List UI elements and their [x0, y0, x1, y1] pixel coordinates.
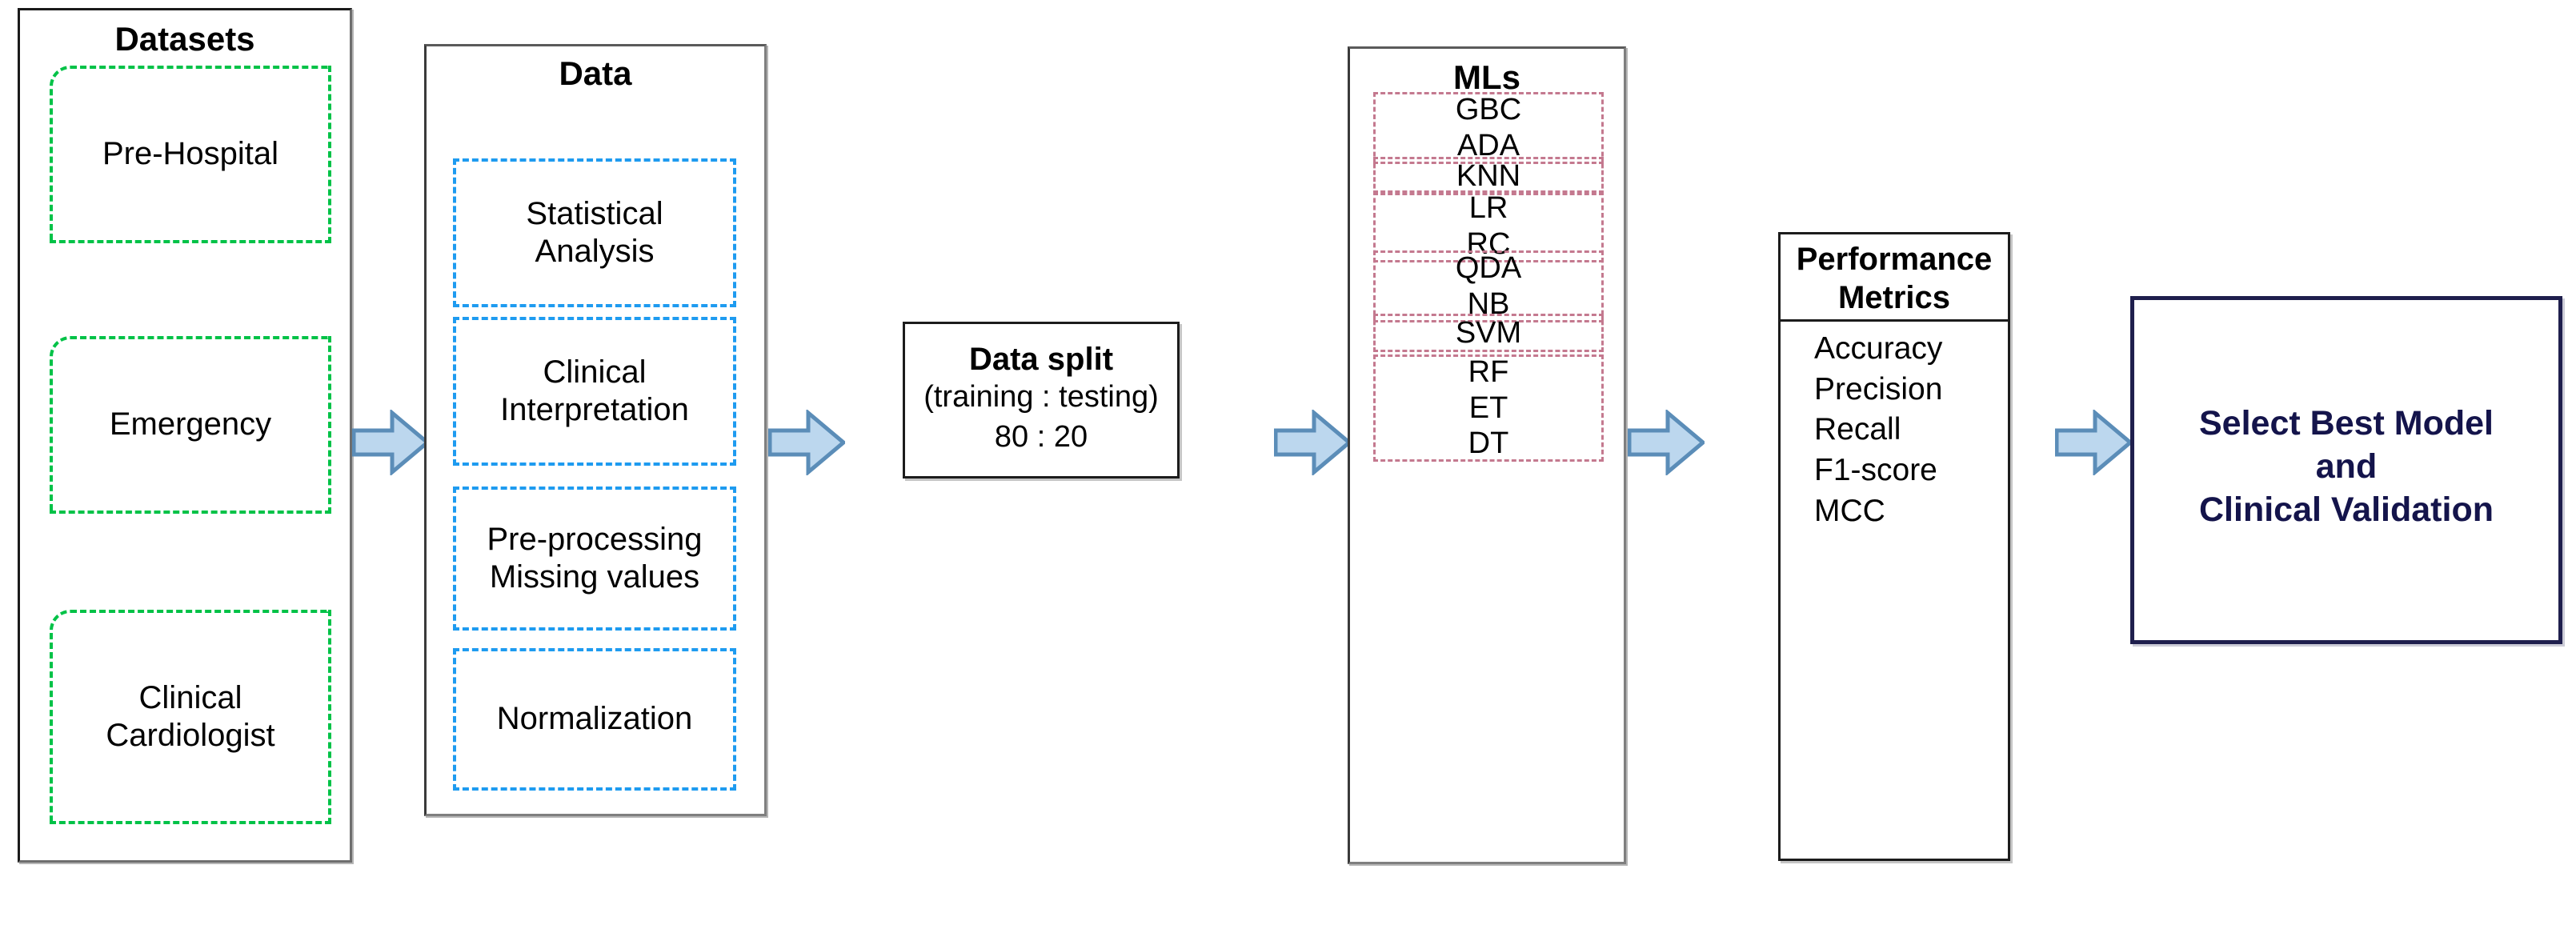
ml-group-qda-nb[interactable]: QDA NB: [1373, 250, 1604, 322]
stage-datasets-box[interactable]: Datasets: [18, 8, 352, 863]
mls-title: MLs: [1453, 58, 1520, 96]
dataset-item-label: Emergency: [109, 406, 272, 442]
final-line-3: Clinical Validation: [2199, 491, 2494, 529]
ml-label: LR: [1468, 191, 1508, 226]
metric-item: F1-score: [1814, 453, 1937, 488]
ml-label: KNN: [1456, 158, 1521, 193]
ml-group-knn[interactable]: KNN: [1373, 157, 1604, 195]
data-split-subtitle: (training : testing): [923, 380, 1159, 414]
ml-label: GBC: [1455, 93, 1522, 127]
performance-metrics-title-line2: Metrics: [1837, 280, 1951, 315]
arrow-mls-to-metrics: [1627, 408, 1706, 477]
metric-item: MCC: [1814, 493, 1885, 528]
ml-group-gbc-ada[interactable]: GBC ADA: [1373, 92, 1604, 164]
data-split-ratio: 80 : 20: [994, 420, 1088, 454]
ml-label: SVM: [1455, 315, 1522, 350]
arrow-datasets-to-data: [351, 408, 431, 477]
data-item-label: Analysis: [535, 234, 655, 269]
dataset-item-label: Clinical: [138, 679, 242, 715]
ml-label: ET: [1468, 390, 1508, 425]
data-item-label: Interpretation: [500, 392, 689, 427]
performance-metrics-list: Accuracy Precision Recall F1-score MCC: [1814, 329, 1942, 531]
ml-group-lr-rc[interactable]: LR RC: [1373, 190, 1604, 262]
metric-item: Accuracy: [1814, 331, 1943, 366]
stage-data-split-box[interactable]: Data split (training : testing) 80 : 20: [903, 322, 1180, 479]
dataset-item-clinical-cardiologist[interactable]: Clinical Cardiologist: [50, 610, 331, 824]
stage-mls-box[interactable]: MLs: [1348, 46, 1626, 864]
data-item-normalization[interactable]: Normalization: [453, 648, 736, 791]
ml-label: RC: [1466, 227, 1511, 261]
stage-performance-metrics-box[interactable]: Performance Metrics Accuracy Precision R…: [1778, 232, 2010, 861]
ml-label: DT: [1468, 426, 1509, 461]
metric-item: Precision: [1814, 371, 1943, 406]
data-item-label: Clinical: [543, 354, 647, 390]
data-item-statistical-analysis[interactable]: Statistical Analysis: [453, 158, 736, 307]
ml-label: RF: [1468, 354, 1509, 389]
arrow-data-to-split: [767, 408, 847, 477]
stage-data-box[interactable]: Data: [424, 44, 767, 816]
arrow-split-to-mls: [1273, 408, 1352, 477]
performance-metrics-divider: [1781, 319, 2008, 322]
ml-group-svm[interactable]: SVM: [1373, 314, 1604, 352]
data-item-preprocessing-missing-values[interactable]: Pre-processing Missing values: [453, 487, 736, 631]
data-split-heading: Data split: [968, 342, 1114, 377]
final-line-2: and: [2315, 447, 2378, 486]
data-item-clinical-interpretation[interactable]: Clinical Interpretation: [453, 317, 736, 466]
final-line-1: Select Best Model: [2199, 404, 2494, 442]
data-item-label: Statistical: [526, 195, 663, 231]
arrow-metrics-to-final: [2054, 408, 2133, 477]
ml-group-rf-et-dt[interactable]: RF ET DT: [1373, 354, 1604, 462]
dataset-item-label: Cardiologist: [106, 718, 275, 753]
data-item-label: Pre-processing: [487, 521, 703, 557]
dataset-item-pre-hospital[interactable]: Pre-Hospital: [50, 66, 331, 243]
metric-item: Recall: [1814, 412, 1901, 447]
stage-select-best-model-box[interactable]: Select Best Model and Clinical Validatio…: [2130, 296, 2562, 644]
ml-label: QDA: [1455, 251, 1522, 286]
data-item-label: Missing values: [489, 559, 700, 595]
datasets-title: Datasets: [114, 20, 255, 58]
data-title: Data: [559, 54, 632, 92]
dataset-item-label: Pre-Hospital: [102, 136, 279, 172]
dataset-item-emergency[interactable]: Emergency: [50, 336, 331, 514]
data-item-label: Normalization: [496, 701, 693, 737]
performance-metrics-title-line1: Performance: [1796, 242, 1993, 277]
